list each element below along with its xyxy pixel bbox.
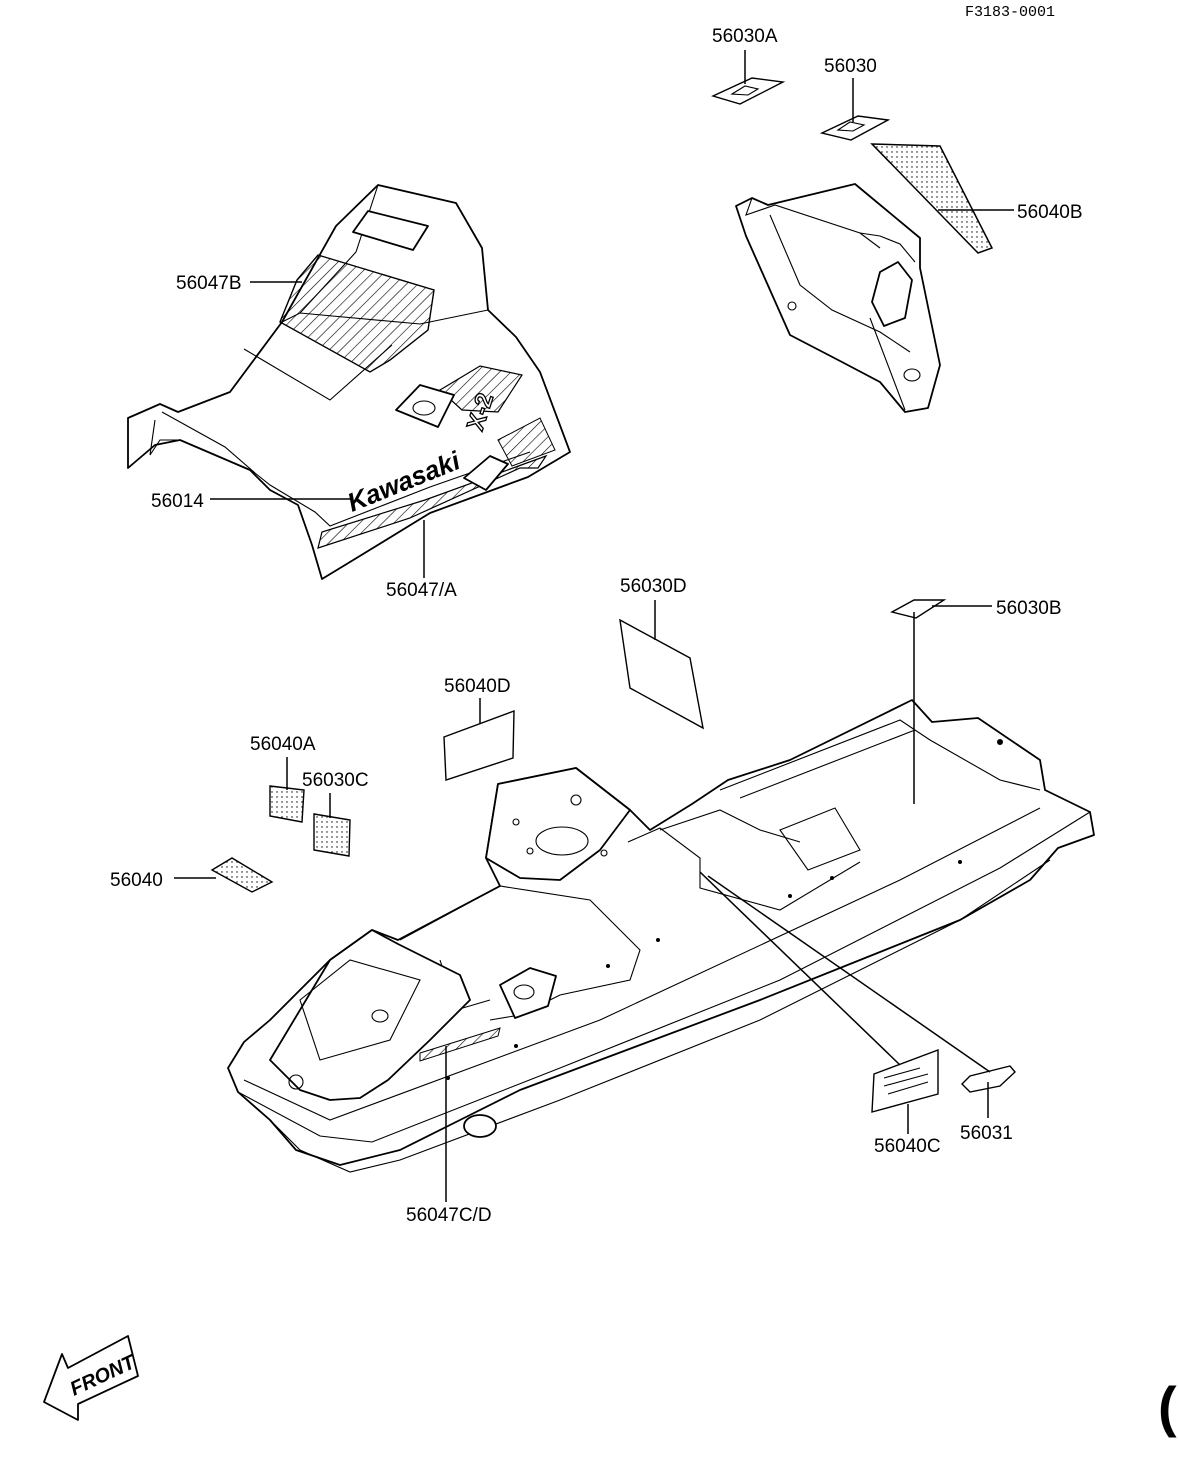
callout-56040B: 56040B xyxy=(1017,202,1083,223)
callout-56031: 56031 xyxy=(960,1123,1013,1144)
decal-56031 xyxy=(961,1065,1016,1093)
decal-56030B xyxy=(890,599,947,619)
leader-lines xyxy=(174,50,1014,1202)
callout-56047A: 56047/A xyxy=(386,580,457,601)
decal-56030D xyxy=(619,618,704,730)
decal-56040D xyxy=(443,709,515,781)
rear-cover xyxy=(735,183,941,413)
callout-56030A: 56030A xyxy=(712,26,778,47)
corner-mark: ( xyxy=(1158,1375,1177,1438)
callout-56047B: 56047B xyxy=(176,273,242,294)
drawing-code: F3183-0001 xyxy=(965,4,1055,21)
callout-56047CD: 56047C/D xyxy=(406,1205,492,1226)
callout-56040A: 56040A xyxy=(250,734,316,755)
decal-56030A xyxy=(711,77,786,105)
callout-56030D: 56030D xyxy=(620,576,687,597)
decal-56030C xyxy=(313,813,351,857)
decal-56040B xyxy=(870,143,994,254)
front-arrow: FRONT xyxy=(43,1335,140,1421)
hood-cover: Kawasaki X-2 xyxy=(127,184,571,580)
hull xyxy=(227,699,1095,1173)
decal-56040 xyxy=(210,857,274,893)
decal-56030 xyxy=(819,115,891,141)
callout-56040: 56040 xyxy=(110,870,163,891)
callout-56040C: 56040C xyxy=(874,1136,941,1157)
decal-56040A xyxy=(269,785,305,823)
callout-56040D: 56040D xyxy=(444,676,511,697)
decal-56040C xyxy=(871,1048,939,1113)
callout-56030C: 56030C xyxy=(302,770,369,791)
callout-56014: 56014 xyxy=(151,491,204,512)
callout-56030B: 56030B xyxy=(996,598,1062,619)
callout-56030: 56030 xyxy=(824,56,877,77)
